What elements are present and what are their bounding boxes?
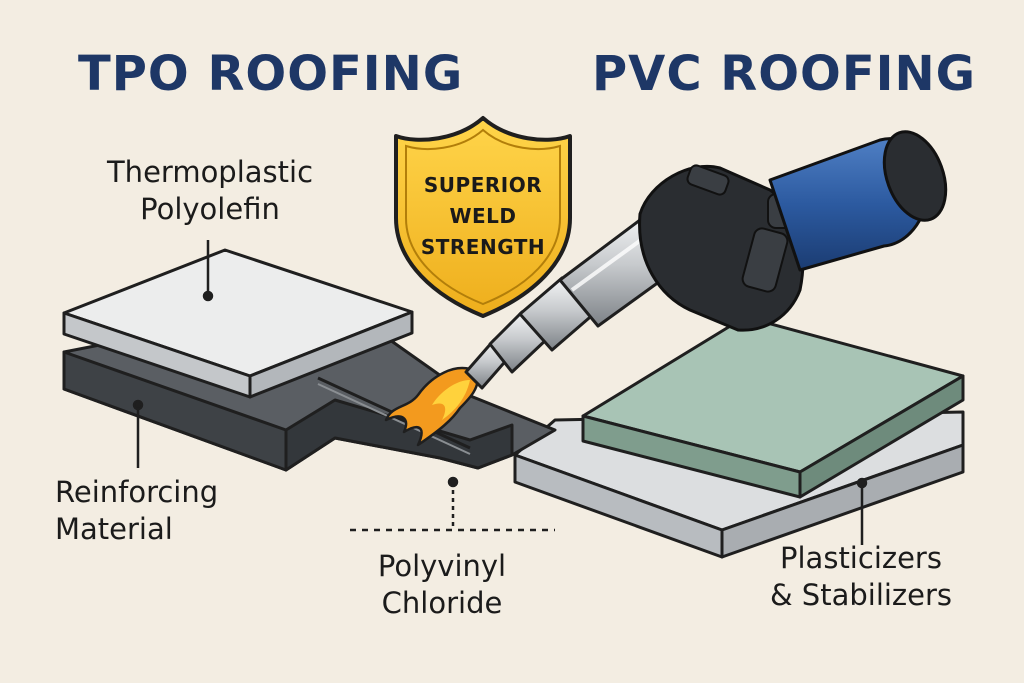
additives-line-1: Plasticizers <box>780 541 942 575</box>
badge-line-3: STRENGTH <box>420 235 546 259</box>
reinforcing-material-label: Reinforcing Material <box>55 474 218 548</box>
badge-line-1: SUPERIOR <box>423 173 543 197</box>
tpo-material-line-2: Polyolefin <box>140 192 280 226</box>
additives-line-2: & Stabilizers <box>769 578 953 612</box>
pvc-material-line-1: Polyvinyl <box>377 549 507 583</box>
pvc-material-label: Polyvinyl Chloride <box>342 548 542 622</box>
tpo-membrane-sheet <box>62 248 414 399</box>
additives-label: Plasticizers & Stabilizers <box>756 540 966 614</box>
tpo-material-label: Thermoplastic Polyolefin <box>100 154 320 228</box>
pvc-roofing-heading: PVC ROOFING <box>592 46 977 102</box>
pvc-material-line-2: Chloride <box>381 586 503 620</box>
reinforcing-line-1: Reinforcing <box>55 475 219 509</box>
pvc-membrane-sheet <box>581 315 965 499</box>
weld-strength-badge: SUPERIOR WELD STRENGTH <box>413 170 553 263</box>
reinforcing-line-2: Material <box>55 512 173 546</box>
tpo-material-line-1: Thermoplastic <box>106 155 314 189</box>
flame-icon <box>384 366 480 447</box>
badge-line-2: WELD <box>449 204 517 228</box>
tpo-roofing-heading: TPO ROOFING <box>78 46 464 102</box>
leader-lines <box>132 240 868 545</box>
heat-gun-icon <box>464 130 948 390</box>
shield-icon <box>394 116 572 318</box>
